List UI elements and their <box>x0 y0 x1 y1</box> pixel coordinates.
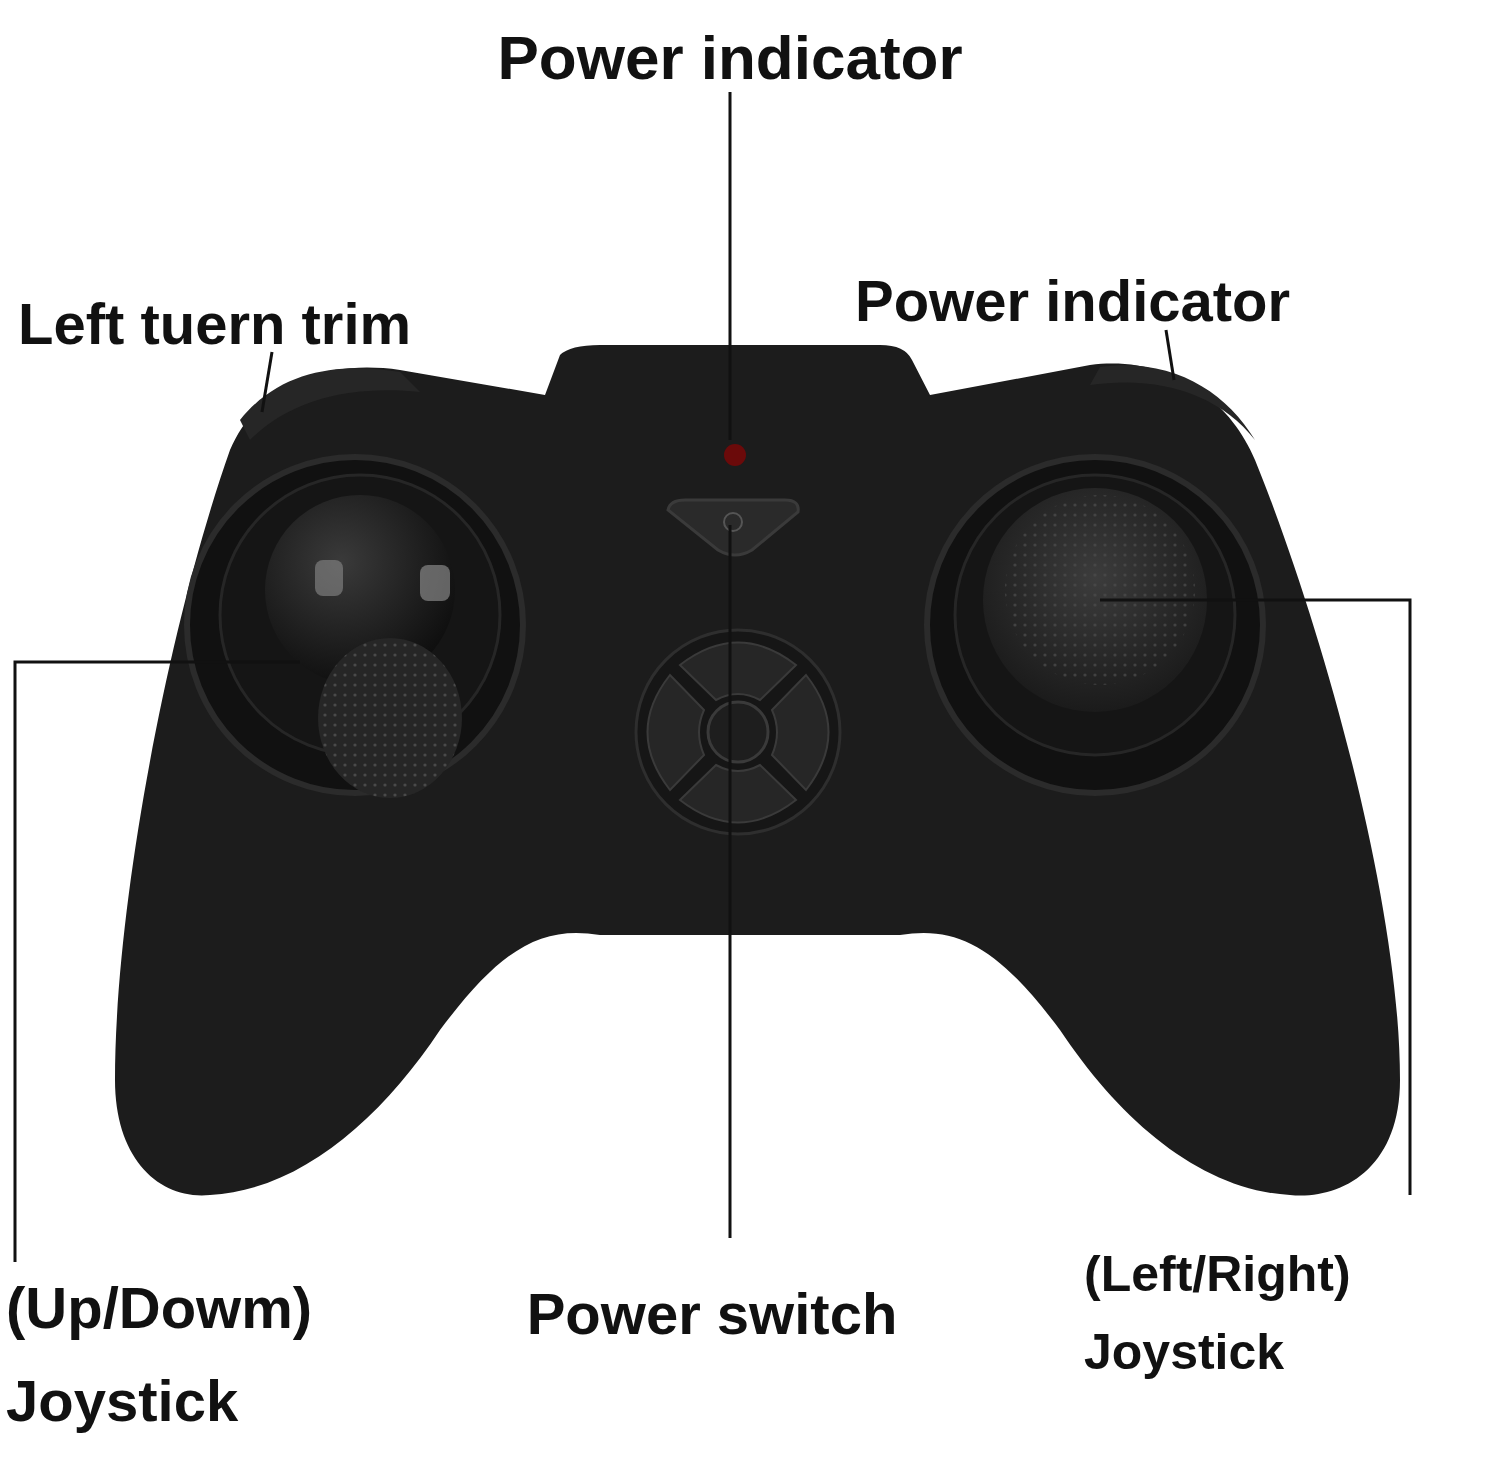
joystick-highlight <box>420 565 450 601</box>
joystick-highlight <box>315 560 343 596</box>
leader-line <box>729 92 732 440</box>
dpad-right <box>772 675 829 790</box>
joystick-ring-right <box>927 457 1263 793</box>
leader-line <box>262 352 272 412</box>
trim-label: Left tuern trim <box>18 278 411 371</box>
indicator-label: Power indicator <box>855 255 1290 348</box>
joystick-label: (Up/Dowm) Joystick <box>6 1262 436 1448</box>
leader-line <box>1166 330 1174 380</box>
power-button <box>668 500 798 555</box>
dpad-down <box>680 765 796 823</box>
dpad-up <box>680 643 796 701</box>
leader-line <box>15 662 300 1262</box>
thumb-pad-left-texture <box>318 638 462 798</box>
controller-body <box>115 345 1400 1196</box>
label-top: Power indicator <box>497 8 962 107</box>
joystick-label: (Left/Right) Joystick <box>1084 1236 1494 1391</box>
thumb-pad-left <box>318 638 462 798</box>
leader-line <box>729 525 732 1238</box>
dpad-center <box>708 702 768 762</box>
joystick-ball-right-texture <box>1005 495 1195 685</box>
dpad-left <box>648 675 705 790</box>
dpad-ring <box>636 630 840 834</box>
joystick-ring-right-inner <box>955 475 1235 755</box>
leader-line <box>1100 600 1410 1195</box>
power-led <box>724 444 746 466</box>
power-icon <box>724 513 742 531</box>
switch-label: Power switch <box>527 1268 898 1361</box>
